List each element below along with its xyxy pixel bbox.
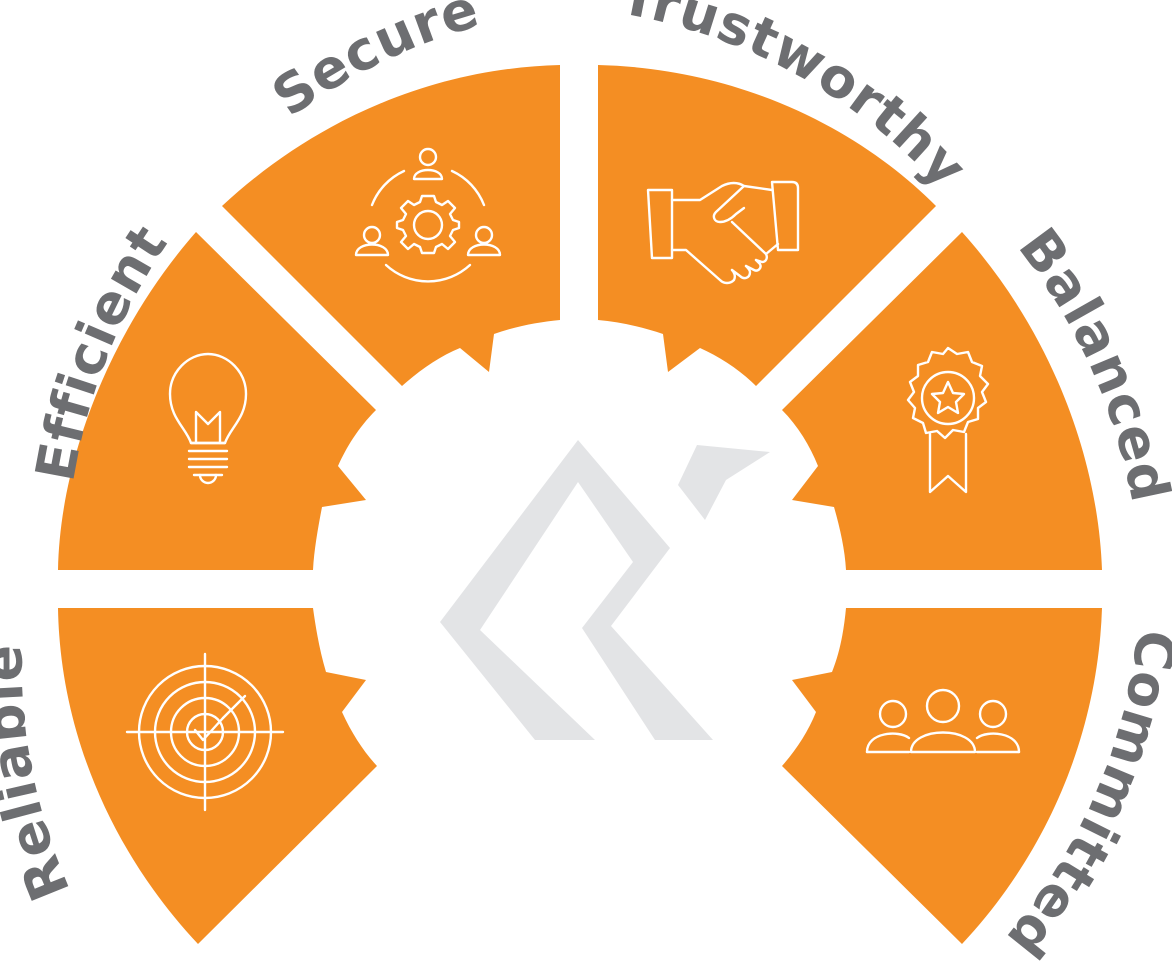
segment-committed: [782, 608, 1102, 944]
lightbulb-icon: [168, 352, 248, 485]
target-check-icon: [125, 652, 285, 812]
segments-group: [58, 65, 1102, 944]
segment-balanced: [782, 232, 1102, 570]
segment-reliable: [58, 608, 377, 944]
segment-secure: [222, 65, 560, 386]
icons-group: [125, 147, 1021, 812]
handshake-icon: [646, 180, 800, 285]
segment-trustworthy: [598, 65, 936, 386]
group-people-icon: [865, 688, 1021, 754]
award-ribbon-icon: [906, 346, 990, 494]
team-gear-icon: [354, 147, 502, 283]
brand-logo: [440, 440, 770, 740]
segment-efficient: [58, 232, 376, 570]
